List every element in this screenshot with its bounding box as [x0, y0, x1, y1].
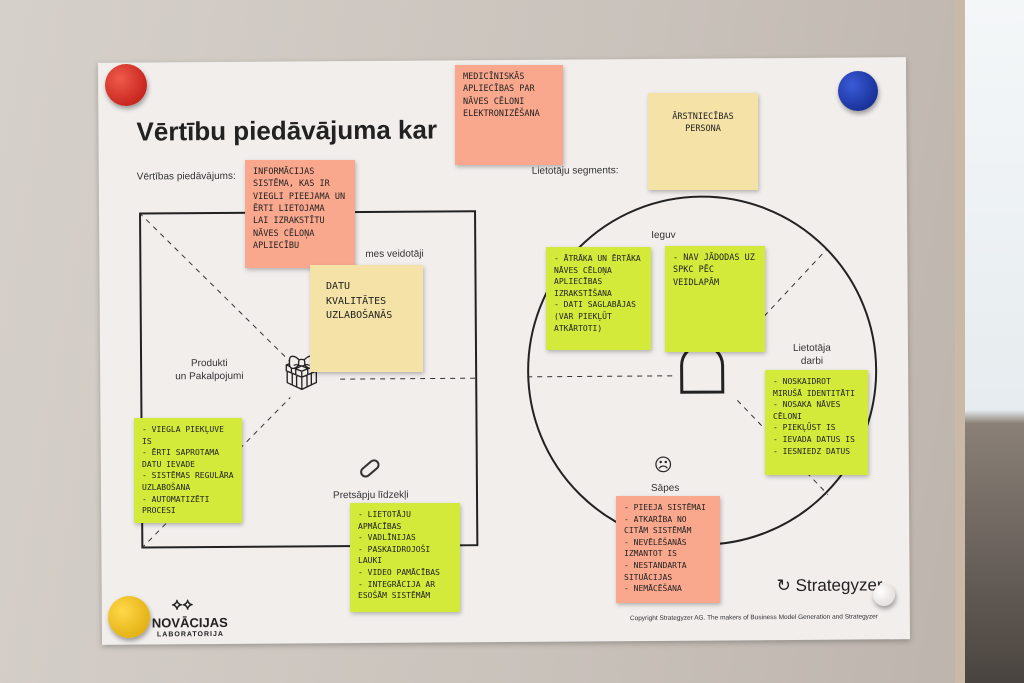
customer-segment-label: Lietotāju segments: — [531, 165, 619, 177]
pain-relievers-label: Pretsāpju līdzekļi — [332, 489, 409, 502]
square-diagonals — [139, 212, 479, 549]
sticky-note: Informācijas sistēma, kas ir viegli piee… — [245, 160, 355, 268]
sticky-note: - Lietotāju apmācības - Vadlīnijas - Pas… — [350, 503, 460, 612]
sticky-note: Medicīniskās apliecības par nāves cēloni… — [455, 65, 563, 165]
sad-face-icon: ☹ — [653, 454, 673, 475]
window — [965, 0, 1024, 683]
sticky-note: - Noskaidrot mirušā identitāti - Nosaka … — [765, 370, 868, 475]
poster-title: Vērtību piedāvājuma kar — [136, 114, 438, 147]
sticky-note: - Ātrāka un ērtāka nāves cēloņa apliecīb… — [546, 247, 651, 350]
value-proposition-label: Vērtības piedāvājums: — [136, 170, 236, 183]
jobs-label: Lietotāja darbi — [792, 342, 831, 367]
brand-logo-sub: LABORATORIJA — [156, 630, 224, 639]
gain-creators-label: mes veidotāji — [365, 248, 424, 260]
products-label: Produkti un Pakalpojumi — [175, 357, 244, 383]
gains-label: Ieguv — [651, 229, 676, 241]
blue-magnet — [838, 71, 878, 111]
strategyzer-logo: ↻ Strategyzer — [776, 575, 883, 596]
yellow-magnet — [108, 596, 150, 638]
copyright-text: Copyright Strategyzer AG. The makers of … — [629, 613, 878, 623]
red-magnet — [105, 64, 147, 106]
value-map-square — [139, 210, 479, 549]
white-magnet — [873, 584, 895, 606]
novacijas-logo-icon: ⟡⟡ — [171, 596, 193, 614]
sticky-note: - Viegla piekļuve IS - Ērti saprotama da… — [134, 418, 242, 523]
brand-logo-text: NOVĀCIJAS — [151, 614, 228, 631]
sticky-note: - Pieeja sistēmai - Atkarība no citām si… — [616, 496, 720, 603]
pains-label: Sāpes — [650, 482, 680, 494]
sticky-note: Datu kvalitātes uzlabošanās — [310, 265, 423, 372]
strategyzer-text: Strategyzer — [795, 575, 883, 595]
sticky-note: - Nav jādodas uz SPKC pēc veidlapām — [665, 246, 765, 352]
sticky-note: Ārstniecības persona — [648, 93, 758, 190]
